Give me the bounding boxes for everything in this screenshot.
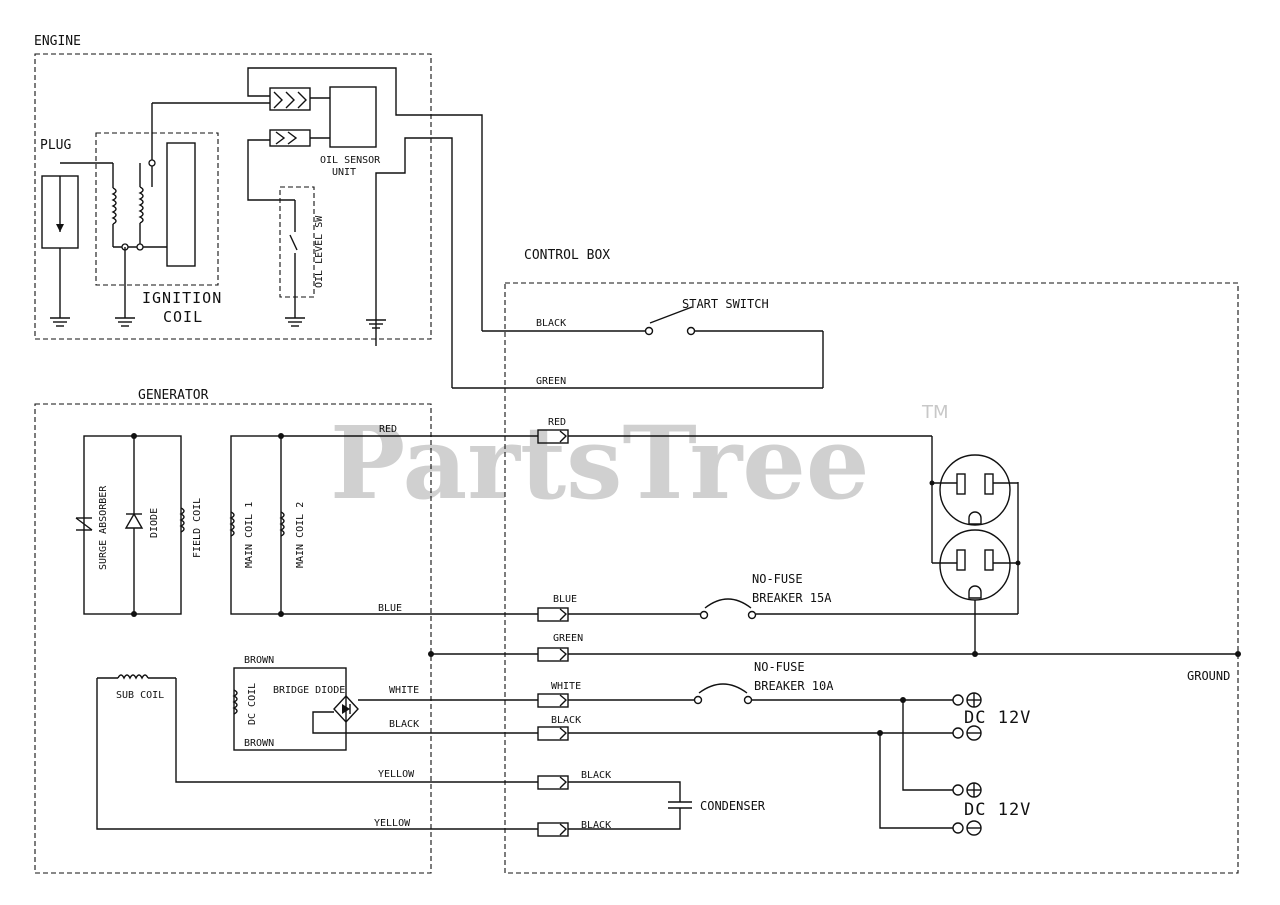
surge-absorber-icon <box>75 517 93 531</box>
wire-label-black-gen: BLACK <box>389 719 419 730</box>
diode-label: DIODE <box>149 508 160 538</box>
diode-icon <box>124 512 144 529</box>
oil-sensor-unit: OIL SENSOR UNIT <box>152 67 483 388</box>
wire-label-black-cond-1: BLACK <box>581 770 611 781</box>
breaker-15a-label-1: NO-FUSE <box>752 572 803 586</box>
spark-plug: PLUG <box>40 138 113 327</box>
ignition-coil-label-1: IGNITION <box>142 289 222 307</box>
ground-icon <box>285 317 305 327</box>
breaker-15a-label-2: BREAKER 15A <box>752 591 832 605</box>
dc-coil-label: DC COIL <box>247 683 258 725</box>
condenser-label: CONDENSER <box>700 799 766 813</box>
ground-icon <box>115 317 135 327</box>
wire-label-green-start: GREEN <box>536 376 566 387</box>
wire-label-black-cond-2: BLACK <box>581 820 611 831</box>
control-box-label: CONTROL BOX <box>524 248 610 263</box>
wire-label-brown-bottom: BROWN <box>244 738 274 749</box>
ac-output-wiring: RED RED BLUE BLUE NO-FUSE BREAKER 15A <box>281 417 1019 622</box>
wire-label-red-main: RED <box>379 424 397 435</box>
sub-coil-label: SUB COIL <box>116 690 164 701</box>
wire-label-black-connector: BLACK <box>551 715 581 726</box>
oil-level-sw-label: OIL LEVEL SW <box>314 215 325 288</box>
ground-icon <box>50 317 70 327</box>
control-box-section: CONTROL BOX <box>504 248 1239 874</box>
start-switch-label: START SWITCH <box>682 297 769 311</box>
dc-12v-top-label: DC 12V <box>964 708 1031 728</box>
ignition-coil-label-2: COIL <box>163 308 203 326</box>
ground-bus: GREEN GROUND <box>428 633 1241 683</box>
watermark-text: PartsTree <box>330 404 870 522</box>
watermark-tm-mark: TM <box>921 402 949 423</box>
field-circuit: SURGE ABSORBER DIODE FIELD COIL <box>75 433 203 617</box>
main-coils: MAIN COIL 1 MAIN COIL 2 <box>229 433 306 617</box>
generator-label: GENERATOR <box>138 388 209 403</box>
oil-level-switch: OIL LEVEL SW <box>279 186 386 329</box>
wire-label-yellow-1: YELLOW <box>378 769 415 780</box>
main-coil-2-label: MAIN COIL 2 <box>295 502 306 568</box>
sub-coil-circuit: SUB COIL YELLOW YELLOW BLACK BLACK CONDE… <box>96 674 766 837</box>
breaker-10a-label-1: NO-FUSE <box>754 660 805 674</box>
wire-label-yellow-2: YELLOW <box>374 818 411 829</box>
wire-label-blue-connector: BLUE <box>553 594 577 605</box>
wire-label-black-start: BLACK <box>536 318 566 329</box>
ac-outlet-top <box>929 454 1018 526</box>
oil-sensor-label-1: OIL SENSOR <box>320 155 381 166</box>
dc-12v-bottom-label: DC 12V <box>964 800 1031 820</box>
wire-label-red-connector: RED <box>548 417 566 428</box>
wire-label-white-connector: WHITE <box>551 681 581 692</box>
ignition-coil: IGNITION COIL <box>95 103 222 327</box>
wire-label-blue-main: BLUE <box>378 603 402 614</box>
ground-icon <box>366 319 386 329</box>
main-coil-1-label: MAIN COIL 1 <box>244 502 255 568</box>
dc-circuit: DC COIL BROWN BROWN BRIDGE DIODE WHITE B… <box>232 655 538 751</box>
bridge-diode-label: BRIDGE DIODE <box>273 685 345 696</box>
condenser-icon <box>668 801 692 809</box>
dc-terminals-bottom: DC 12V <box>952 782 1031 836</box>
start-switch: START SWITCH BLACK GREEN <box>452 297 824 389</box>
field-coil-label: FIELD COIL <box>192 498 203 558</box>
dc-output-wiring: WHITE NO-FUSE BREAKER 10A BLACK <box>537 660 954 829</box>
wire-label-brown-top: BROWN <box>244 655 274 666</box>
bridge-diode-icon <box>333 694 359 724</box>
wire-label-green-ground: GREEN <box>553 633 583 644</box>
plug-label: PLUG <box>40 138 71 153</box>
ground-label: GROUND <box>1187 669 1230 683</box>
surge-absorber-label: SURGE ABSORBER <box>98 485 109 570</box>
ac-outlet-bottom <box>932 529 1021 654</box>
breaker-10a-label-2: BREAKER 10A <box>754 679 834 693</box>
dc-terminals-top: DC 12V <box>952 692 1031 741</box>
engine-label: ENGINE <box>34 34 81 49</box>
oil-sensor-label-2: UNIT <box>332 167 356 178</box>
wire-label-white-gen: WHITE <box>389 685 419 696</box>
generator-section: GENERATOR <box>34 388 432 874</box>
engine-section: ENGINE <box>34 34 432 340</box>
